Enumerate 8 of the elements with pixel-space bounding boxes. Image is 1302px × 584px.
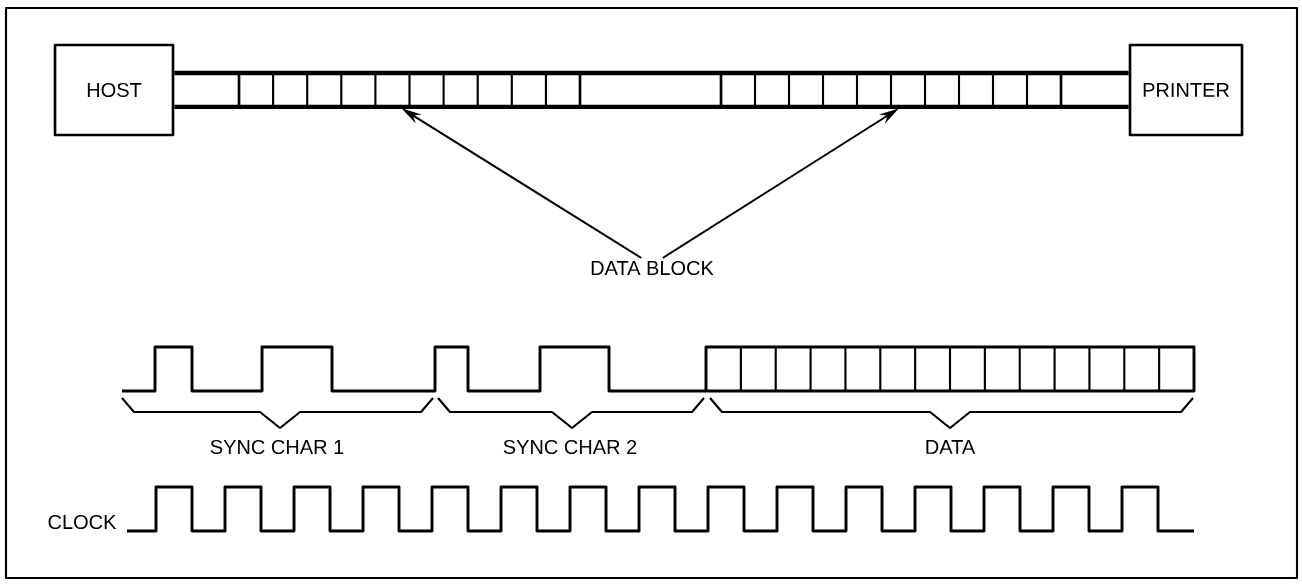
signal-label: SYNC CHAR 1 bbox=[210, 439, 344, 455]
callout-text: DATA BLOCK bbox=[591, 260, 714, 276]
host-box: HOST bbox=[53, 43, 175, 137]
signal-label: DATA bbox=[926, 440, 976, 454]
printer-box: PRINTER bbox=[1128, 43, 1244, 137]
signal-label: SYNC CHAR 2 bbox=[503, 439, 637, 455]
signal-label: CLOCK bbox=[48, 514, 117, 530]
cable bbox=[172, 70, 1131, 110]
